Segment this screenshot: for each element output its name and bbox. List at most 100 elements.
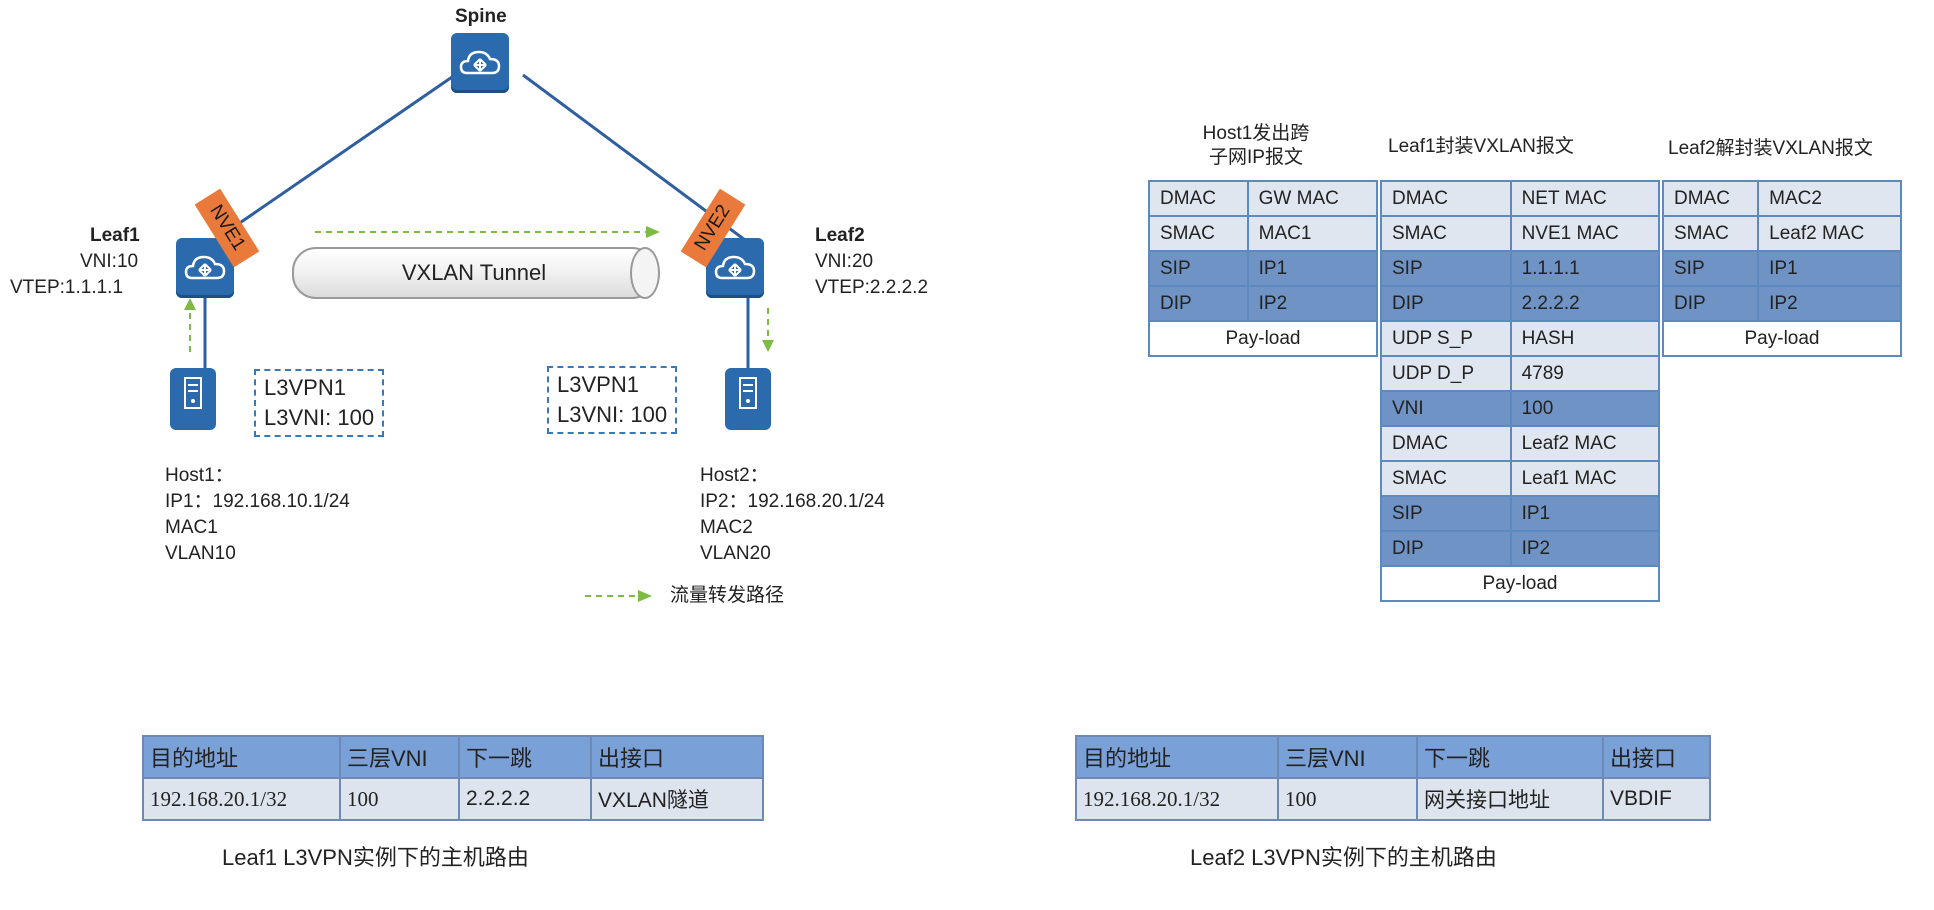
packet-value: NVE1 MAC xyxy=(1509,215,1661,252)
route-header-cell: 目的地址 xyxy=(1075,735,1279,779)
packet-field: SMAC xyxy=(1380,215,1512,252)
packet-value: HASH xyxy=(1509,320,1661,357)
spine-label: Spine xyxy=(455,6,507,27)
leaf2-switch-icon xyxy=(706,238,764,298)
packet-title-host1-line2: 子网IP报文 xyxy=(1209,147,1303,168)
leaf2-name: Leaf2 xyxy=(815,225,865,246)
legend-label: 流量转发路径 xyxy=(670,585,785,606)
route-data-cell: 网关接口地址 xyxy=(1416,777,1604,821)
route-data-cell: 192.168.20.1/32 xyxy=(142,777,341,821)
route-data-cell: 100 xyxy=(339,777,460,821)
l3vpn-box-right: L3VPN1 L3VNI: 100 xyxy=(547,366,678,434)
router-glyph-icon xyxy=(184,255,226,280)
host1-ip: IP1：192.168.10.1/24 xyxy=(165,491,350,512)
host2-ip: IP2：192.168.20.1/24 xyxy=(700,491,885,512)
packet-field: DIP xyxy=(1148,285,1249,322)
leaf2-vtep: VTEP:2.2.2.2 xyxy=(815,277,929,298)
packet-value: 2.2.2.2 xyxy=(1509,285,1661,322)
route-data-cell: VBDIF xyxy=(1602,777,1711,821)
leaf1-vni: VNI:10 xyxy=(80,251,139,272)
route-header-cell: 下一跳 xyxy=(1416,735,1604,779)
server-glyph-icon xyxy=(184,377,202,409)
leaf1-name: Leaf1 xyxy=(90,225,140,246)
packet-payload: Pay-load xyxy=(1380,565,1660,602)
packet-field: SIP xyxy=(1148,250,1249,287)
route-data-cell: 192.168.20.1/32 xyxy=(1075,777,1279,821)
packet-payload-row: Pay-load xyxy=(1662,320,1902,357)
host2-server-icon xyxy=(725,368,771,430)
host1-server-icon xyxy=(170,368,216,430)
vpn-right-vni: L3VNI: 100 xyxy=(557,402,668,427)
packet-value: IP1 xyxy=(1246,250,1379,287)
l3vpn-box-left: L3VPN1 L3VNI: 100 xyxy=(254,369,385,437)
packet-field: SMAC xyxy=(1661,215,1760,252)
packet-value: MAC2 xyxy=(1757,180,1902,217)
tunnel-label: VXLAN Tunnel xyxy=(401,260,547,285)
packet-value: IP1 xyxy=(1757,250,1902,287)
packet-payload-row: Pay-load xyxy=(1380,565,1660,602)
packet-value: 100 xyxy=(1509,390,1661,427)
packet-value: Leaf2 MAC xyxy=(1509,425,1661,462)
host1-mac: MAC1 xyxy=(165,517,218,538)
packet-field: DMAC xyxy=(1148,180,1249,217)
packet-value: GW MAC xyxy=(1246,180,1379,217)
packet-payload: Pay-load xyxy=(1148,320,1378,357)
packet-field: SIP xyxy=(1661,250,1760,287)
host2-mac: MAC2 xyxy=(700,517,753,538)
route-header-cell: 目的地址 xyxy=(142,735,341,779)
packet-field: DMAC xyxy=(1380,180,1512,217)
packet-field: DIP xyxy=(1380,530,1512,567)
packet-field: UDP S_P xyxy=(1380,320,1512,357)
host2-info: Host2： IP2：192.168.20.1/24 MAC2 VLAN20 xyxy=(700,463,885,567)
router-glyph-icon xyxy=(714,255,756,280)
host2-title: Host2： xyxy=(700,465,769,486)
vpn-right-name: L3VPN1 xyxy=(557,372,639,397)
route-header-cell: 三层VNI xyxy=(339,735,460,779)
packet-value: IP2 xyxy=(1246,285,1379,322)
leaf1-vtep: VTEP:1.1.1.1 xyxy=(10,277,124,298)
link-spine-leaf1 xyxy=(214,73,456,242)
packet-field: SIP xyxy=(1380,250,1512,287)
vpn-left-vni: L3VNI: 100 xyxy=(264,405,375,430)
packet-value: NET MAC xyxy=(1509,180,1661,217)
packet-title-leaf1: Leaf1封装VXLAN报文 xyxy=(1388,136,1574,157)
packet-title-host1: Host1发出跨 子网IP报文 xyxy=(1156,122,1356,170)
packet-value: Leaf2 MAC xyxy=(1757,215,1902,252)
packet-field: DIP xyxy=(1661,285,1760,322)
packet-field: SMAC xyxy=(1380,460,1512,497)
packet-field: DIP xyxy=(1380,285,1512,322)
packet-field: VNI xyxy=(1380,390,1512,427)
packet-value: MAC1 xyxy=(1246,215,1379,252)
route-header-cell: 出接口 xyxy=(1602,735,1711,779)
packet-field: SIP xyxy=(1380,495,1512,532)
server-glyph-icon xyxy=(739,377,757,409)
packet-payload-row: Pay-load xyxy=(1148,320,1378,357)
router-glyph-icon xyxy=(459,50,501,75)
host1-title: Host1： xyxy=(165,465,234,486)
route-data-cell: VXLAN隧道 xyxy=(590,777,764,821)
flow-arrow-up xyxy=(184,298,196,352)
packet-value: IP2 xyxy=(1757,285,1902,322)
